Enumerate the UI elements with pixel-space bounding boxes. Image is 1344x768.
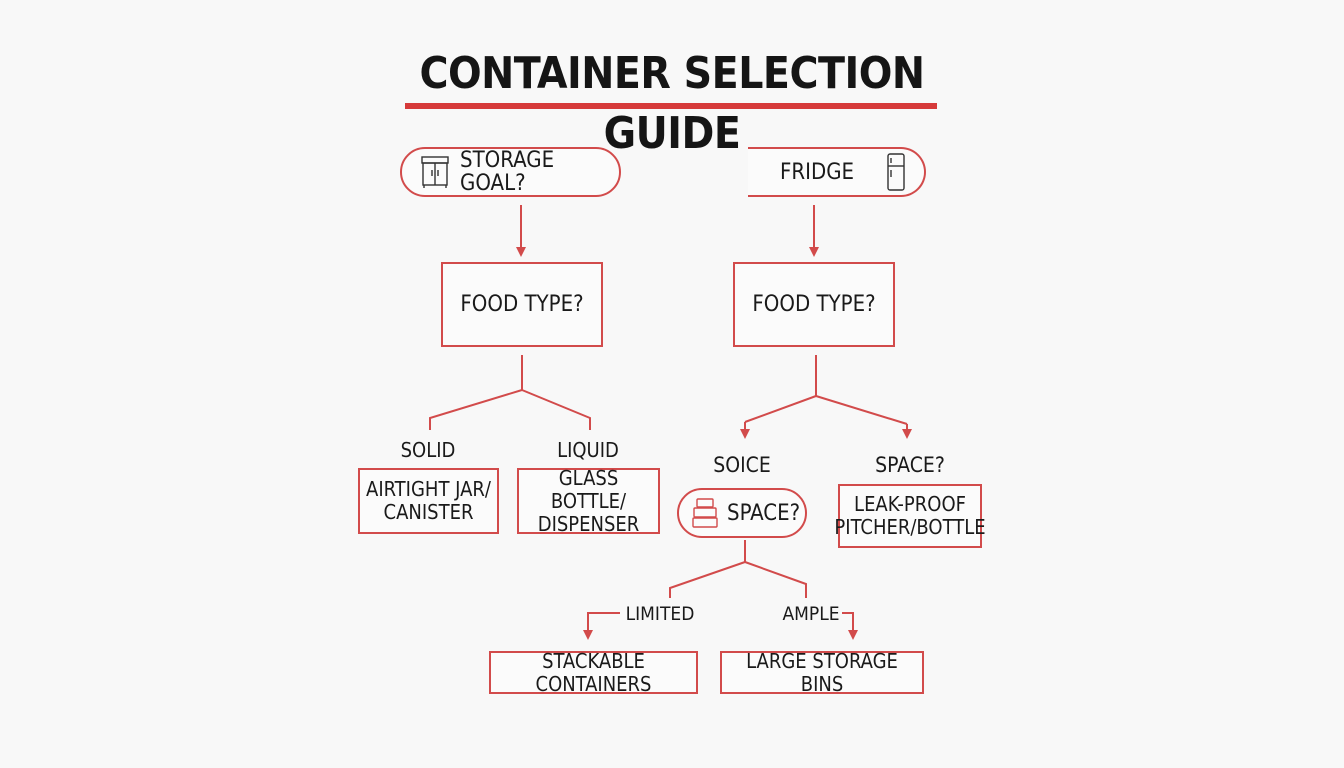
large-storage-bins-result: LARGE STORAGE BINS [720,648,924,696]
page-title: CONTAINER SELECTION GUIDE [419,48,925,159]
glass-bottle-label: GLASS BOTTLE/ DISPENSER [537,465,640,536]
food-type-left-label: FOOD TYPE? [460,292,584,317]
food-type-right-node: FOOD TYPE? [733,262,895,347]
option-solid-label: SOLID [400,438,456,462]
storage-goal-node: STORAGE GOAL? [400,147,621,197]
connector-right-split-space [815,395,908,425]
option-limited-label: LIMITED [625,603,695,625]
leak-proof-result: LEAK-PROOF PITCHER/BOTTLE [834,484,986,548]
storage-goal-label: STORAGE GOAL? [460,148,555,196]
stackable-containers-result: STACKABLE CONTAINERS [489,648,698,696]
fridge-icon [886,153,906,191]
airtight-jar-result: AIRTIGHT JAR/ CANISTER [358,468,499,534]
option-space-label: SPACE? [875,453,945,477]
connector-space-split [669,540,807,598]
glass-bottle-result: GLASS BOTTLE/ DISPENSER [517,465,660,536]
fridge-label: FRIDGE [780,159,855,185]
leak-proof-label: LEAK-PROOF PITCHER/BOTTLE [834,492,986,539]
title-underline [405,103,937,109]
stackable-containers-label: STACKABLE CONTAINERS [535,648,652,696]
connector-left-split [429,355,591,430]
fridge-node: FRIDGE [748,147,926,197]
space-question-node: SPACE? [677,488,807,538]
connector-limited-arrow [583,612,620,640]
option-soice-label: SOICE [713,453,771,477]
stacked-containers-icon [691,497,719,529]
cabinet-icon [420,155,450,189]
option-ample-label: AMPLE [782,603,840,625]
food-type-right-label: FOOD TYPE? [752,292,876,317]
large-storage-bins-label: LARGE STORAGE BINS [746,648,898,696]
connector-ample-arrow [842,612,858,640]
connector-right-split-soice [744,395,817,423]
space-question-label: SPACE? [727,500,801,526]
airtight-jar-label: AIRTIGHT JAR/ CANISTER [366,477,491,524]
option-liquid-label: LIQUID [557,438,619,462]
food-type-left-node: FOOD TYPE? [441,262,603,347]
